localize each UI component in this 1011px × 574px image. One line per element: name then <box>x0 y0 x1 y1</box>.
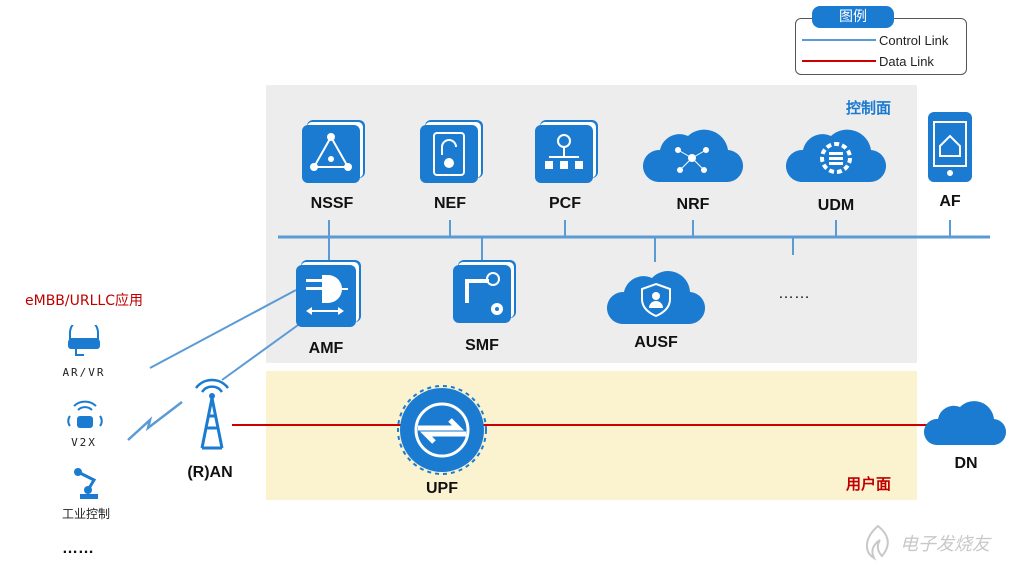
ausf-cloud-icon <box>606 271 706 325</box>
v2x-label: V2X <box>71 436 97 449</box>
ran-label: (R)AN <box>187 464 233 481</box>
nssf-label: NSSF <box>310 195 354 212</box>
nef-icon <box>420 125 478 183</box>
af-icon <box>928 112 972 182</box>
apps-more-ellipsis: …… <box>62 540 94 557</box>
af-label: AF <box>939 193 961 210</box>
legend-title: 图例 <box>812 6 894 28</box>
apps-title: eMBB/URLLC应用 <box>25 293 143 309</box>
watermark-logo-icon <box>866 524 889 561</box>
smf-icon <box>453 265 511 323</box>
ar-vr-label: AR/VR <box>62 366 106 379</box>
ran-amf-link <box>221 319 306 381</box>
app-amf-link <box>149 289 297 369</box>
industrial-robot-icon <box>74 468 98 499</box>
amf-label: AMF <box>308 340 344 357</box>
smf-label: SMF <box>465 337 499 354</box>
more-functions-ellipsis: …… <box>778 285 810 302</box>
wireless-link-icon <box>127 401 183 441</box>
pcf-icon <box>535 125 593 183</box>
nrf-label: NRF <box>676 196 710 213</box>
upf-label: UPF <box>426 480 458 497</box>
legend-lines <box>802 39 876 62</box>
control-plane-label: 控制面 <box>846 99 892 117</box>
ar-vr-icon <box>68 325 100 356</box>
legend-data-label: Data Link <box>879 54 934 69</box>
legend-control-label: Control Link <box>879 33 949 48</box>
nssf-icon <box>302 125 360 183</box>
amf-icon <box>296 265 356 327</box>
ran-tower-icon <box>195 378 229 450</box>
nrf-cloud-icon <box>642 129 744 183</box>
user-plane-area <box>266 371 917 500</box>
udm-label: UDM <box>817 197 855 214</box>
upf-icon <box>397 385 487 475</box>
industrial-label: 工业控制 <box>61 507 110 521</box>
dn-label: DN <box>954 455 978 472</box>
ausf-label: AUSF <box>634 334 678 351</box>
nef-label: NEF <box>434 195 466 212</box>
v2x-icon <box>67 400 103 428</box>
udm-cloud-icon <box>785 129 887 183</box>
watermark-text: 电子发烧友 <box>900 534 990 555</box>
user-plane-label: 用户面 <box>846 475 892 493</box>
pcf-label: PCF <box>549 195 581 212</box>
dn-cloud-icon <box>923 401 1007 446</box>
